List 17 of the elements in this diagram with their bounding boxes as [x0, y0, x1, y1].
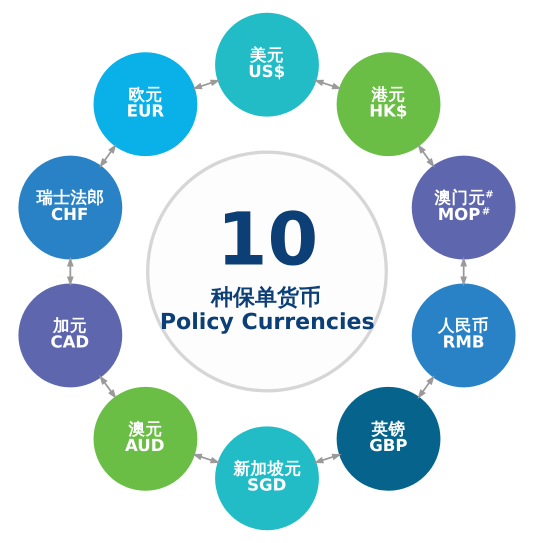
node-circle: 美元 US$	[215, 12, 319, 117]
arrow	[99, 144, 116, 168]
arrow	[418, 375, 435, 399]
arrow	[460, 256, 468, 286]
node-circle: 新加坡元 SGD	[215, 426, 319, 530]
node-circle: 港元 HK$	[336, 52, 440, 156]
node-circle: 10 种保单货币 Policy Currencies	[146, 150, 388, 392]
node-circle: 欧元 EUR	[94, 52, 198, 156]
arrow	[314, 80, 342, 90]
arrow	[66, 256, 74, 286]
arrow	[418, 144, 435, 168]
arrow	[314, 454, 342, 464]
node-circle: 英镑 GBP	[336, 386, 440, 491]
arrow	[192, 454, 220, 464]
node-circle: 澳元 AUD	[94, 386, 198, 491]
arrow	[99, 375, 116, 399]
arrow	[192, 80, 220, 90]
